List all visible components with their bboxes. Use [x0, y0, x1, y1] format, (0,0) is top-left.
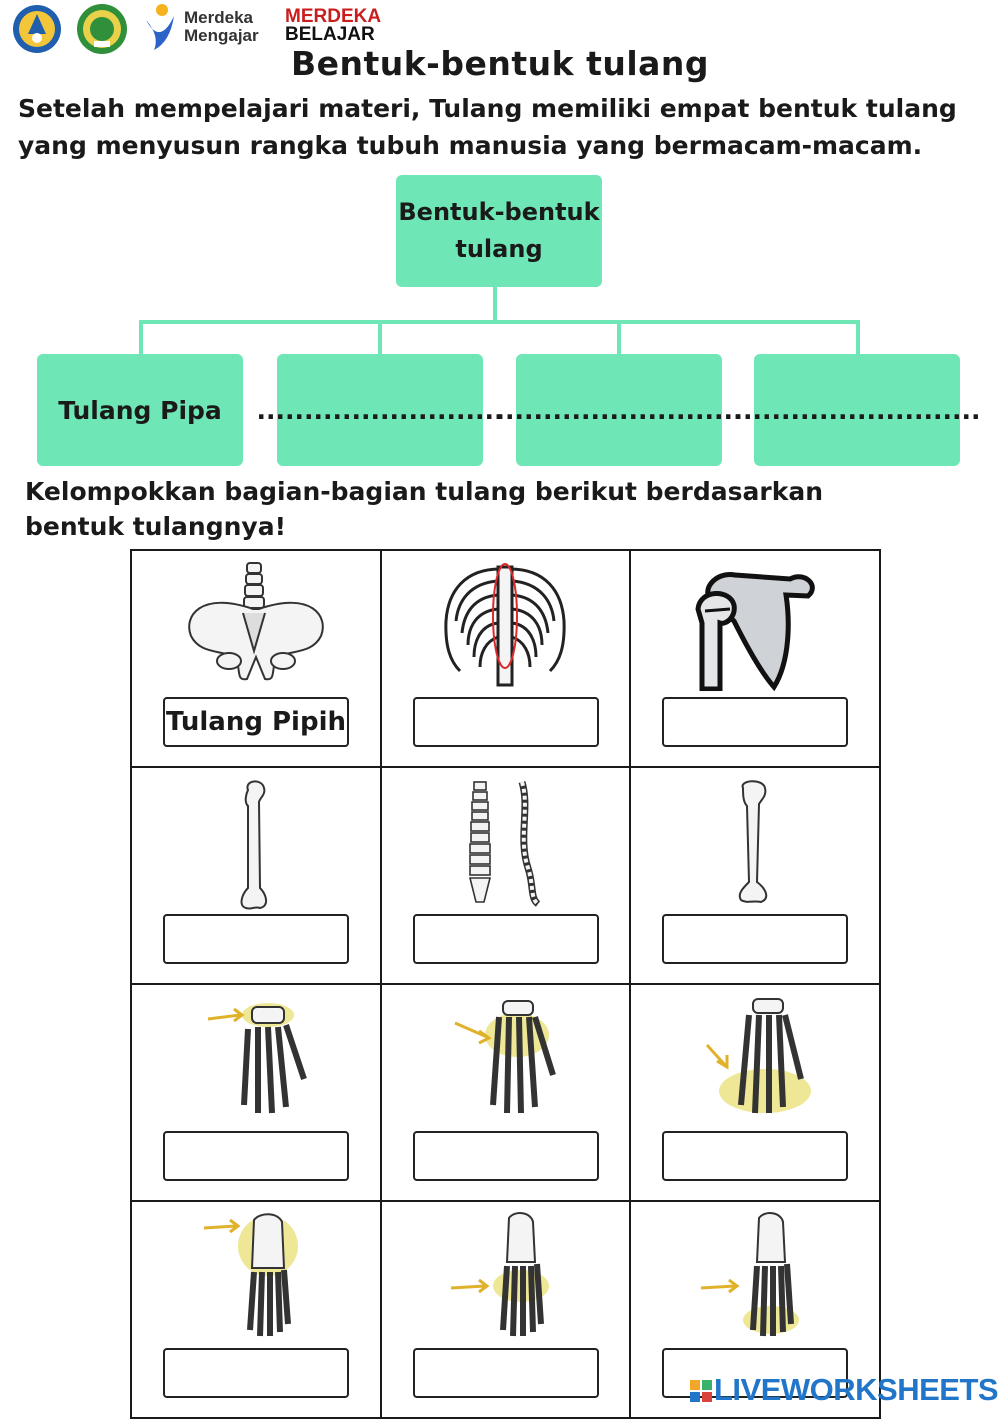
grid-row — [130, 983, 881, 1202]
answer-box[interactable] — [412, 1348, 599, 1398]
liveworksheets-icon — [690, 1374, 712, 1402]
merdeka-mengajar-icon — [140, 2, 180, 52]
vertebral-column-image — [382, 778, 630, 918]
humerus-image — [631, 778, 879, 918]
answer-box[interactable] — [662, 1131, 849, 1181]
grid-cell — [629, 1200, 881, 1419]
grid-cell — [130, 983, 382, 1202]
answer-box[interactable] — [412, 697, 599, 747]
answer-box[interactable] — [662, 697, 849, 747]
hand-carpals-image — [132, 995, 380, 1135]
intro-text: Setelah mempelajari materi, Tulang memil… — [18, 94, 957, 160]
grid-cell — [379, 766, 632, 985]
answer-box[interactable] — [163, 914, 349, 964]
connector-drop — [139, 320, 143, 356]
grid-cell: Tulang Pipih — [130, 549, 382, 768]
grid-cell — [629, 549, 881, 768]
ribcage-image — [382, 561, 630, 701]
foot-metatarsals-image — [382, 1212, 630, 1352]
grid-row — [130, 766, 881, 985]
femur-image — [132, 778, 380, 918]
grid-cell — [379, 1200, 632, 1419]
answer-box[interactable] — [163, 1348, 349, 1398]
answer-box[interactable]: Tulang Pipih — [163, 697, 349, 747]
connector-drop — [856, 320, 860, 356]
grid-cell — [629, 983, 881, 1202]
bone-grid: Tulang Pipih — [130, 549, 881, 1419]
diagram-leaf-tulang-pipa: Tulang Pipa — [37, 354, 243, 466]
answer-box[interactable] — [662, 914, 849, 964]
grid-cell — [379, 549, 632, 768]
foot-phalanges-image — [631, 1212, 879, 1352]
grid-cell — [130, 1200, 382, 1419]
connector-drop — [617, 320, 621, 356]
diagram-root-box: Bentuk-bentuk tulang — [396, 175, 602, 287]
pelvis-image — [132, 561, 380, 701]
grid-row: Tulang Pipih — [130, 549, 881, 768]
grid-cell — [379, 983, 632, 1202]
grid-cell — [629, 766, 881, 985]
answer-box[interactable] — [412, 914, 599, 964]
sekolah-dasar-logo — [74, 3, 130, 55]
hand-phalanges-image — [631, 995, 879, 1135]
diagram-leaf-blank[interactable]: .......................... — [734, 354, 980, 466]
hand-metacarpals-image — [382, 995, 630, 1135]
scapula-image — [631, 561, 879, 701]
page-title: Bentuk-bentuk tulang — [290, 44, 710, 83]
connector-horizontal — [139, 320, 859, 324]
diagram-leaf-blank[interactable]: .......................... — [257, 354, 503, 466]
grid-row — [130, 1200, 881, 1419]
instruction-text: Kelompokkan bagian-bagian tulang berikut… — [25, 477, 823, 541]
answer-box[interactable] — [163, 1131, 349, 1181]
connector-drop — [378, 320, 382, 356]
tut-wuri-handayani-logo — [12, 4, 62, 54]
grid-cell — [130, 766, 382, 985]
connector-vertical — [493, 287, 497, 323]
diagram-leaf-blank[interactable]: .......................... — [496, 354, 742, 466]
liveworksheets-watermark: LIVEWORKSHEETS — [690, 1372, 999, 1408]
foot-tarsals-image — [132, 1212, 380, 1352]
answer-box[interactable] — [412, 1131, 599, 1181]
